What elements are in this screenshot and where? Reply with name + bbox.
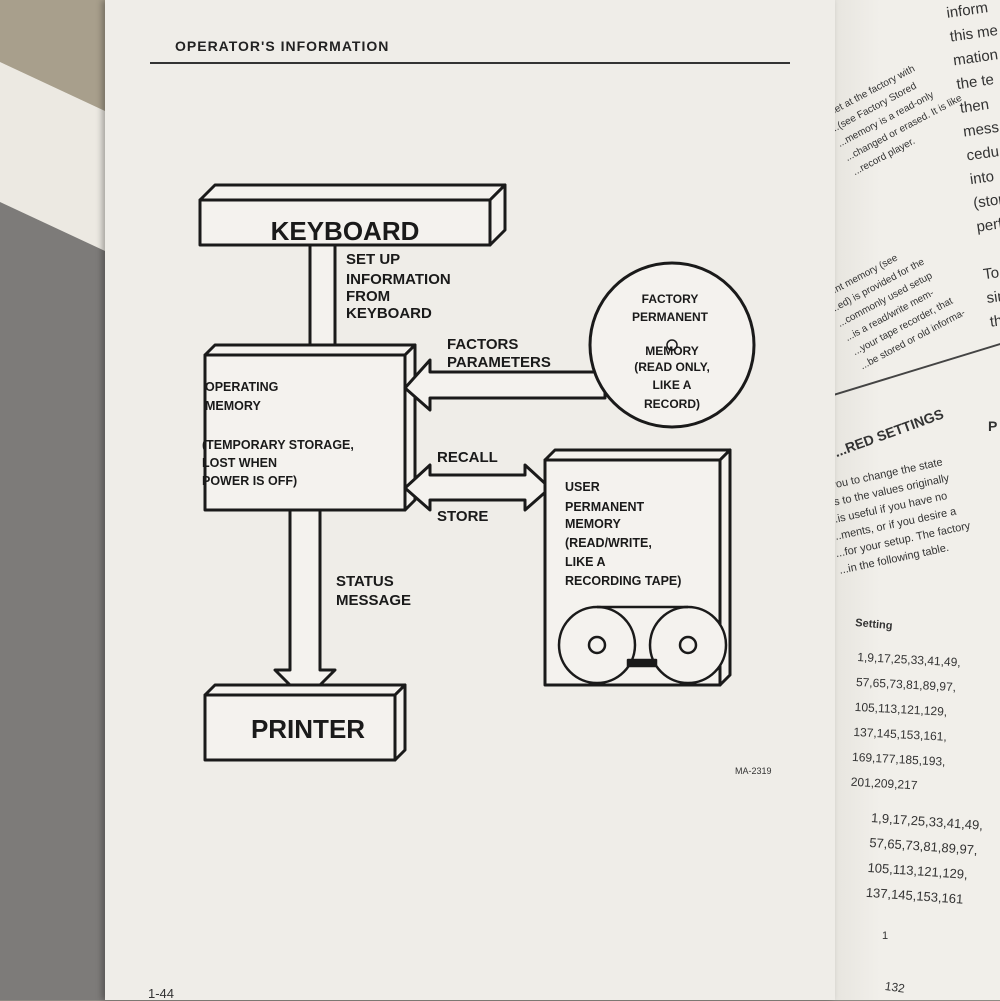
record-hole-icon (666, 339, 678, 351)
operating-memory-label: OPERATING MEMORY (TEMPORARY STORAGE, LOS… (202, 380, 354, 488)
text-line: FACTORS (447, 336, 518, 353)
col3-letter: P (988, 418, 998, 434)
text-line: POWER IS OFF) (202, 474, 297, 488)
text-line: SET UP (346, 251, 400, 268)
text-line: KEYBOARD (346, 305, 432, 322)
setup-label: SET UP INFORMATION FROM KEYBOARD (346, 251, 451, 322)
figure-id: MA-2319 (735, 766, 772, 776)
printer-box (203, 683, 407, 762)
text-line: (READ ONLY, (634, 360, 710, 374)
text-line: INFORMATION (346, 271, 451, 288)
header-rule (150, 62, 790, 64)
text-line: OPERATING (205, 380, 278, 394)
recall-store-arrow (403, 463, 552, 512)
text-line: USER (565, 480, 600, 494)
user-memory-box (543, 448, 732, 687)
text-line: MESSAGE (336, 592, 411, 609)
text-line: LIKE A (565, 555, 606, 569)
recall-label: RECALL (437, 449, 498, 466)
keyboard-box (198, 183, 507, 247)
text-line: MEMORY (645, 344, 699, 358)
text-line: LOST WHEN (202, 456, 277, 470)
text-line: PERMANENT (632, 310, 709, 324)
factors-label: FACTORS PARAMETERS (447, 336, 551, 371)
page-number: 1-44 (148, 986, 175, 1001)
factory-memory-disc (588, 261, 756, 429)
store-label: STORE (437, 508, 488, 525)
text-line: MEMORY (565, 517, 621, 531)
factory-memory-label: FACTORY PERMANENT MEMORY (READ ONLY, LIK… (632, 292, 710, 411)
text-line: PARAMETERS (447, 354, 551, 371)
status-label: STATUS MESSAGE (336, 573, 411, 609)
tape-reels-icon (557, 605, 728, 685)
printer-label: PRINTER (251, 714, 365, 744)
text-line: STATUS (336, 573, 394, 590)
text-line: LIKE A (653, 378, 692, 392)
page-header: OPERATOR'S INFORMATION (175, 38, 390, 54)
user-memory-label: USER PERMANENT MEMORY (READ/WRITE, LIKE … (565, 480, 681, 588)
keyboard-label: KEYBOARD (271, 216, 420, 246)
text-line: FROM (346, 288, 390, 305)
text-line: PERMANENT (565, 500, 645, 514)
text-line: (READ/WRITE, (565, 536, 652, 550)
status-arrow (273, 508, 337, 702)
factors-arrow (403, 358, 607, 412)
text-line: RECORDING TAPE) (565, 574, 681, 588)
text-line: (TEMPORARY STORAGE, (202, 438, 354, 452)
text-line: MEMORY (205, 399, 261, 413)
footnote: 1 (882, 930, 889, 942)
text-line: FACTORY (642, 292, 699, 306)
text-line: RECORD) (644, 397, 700, 411)
